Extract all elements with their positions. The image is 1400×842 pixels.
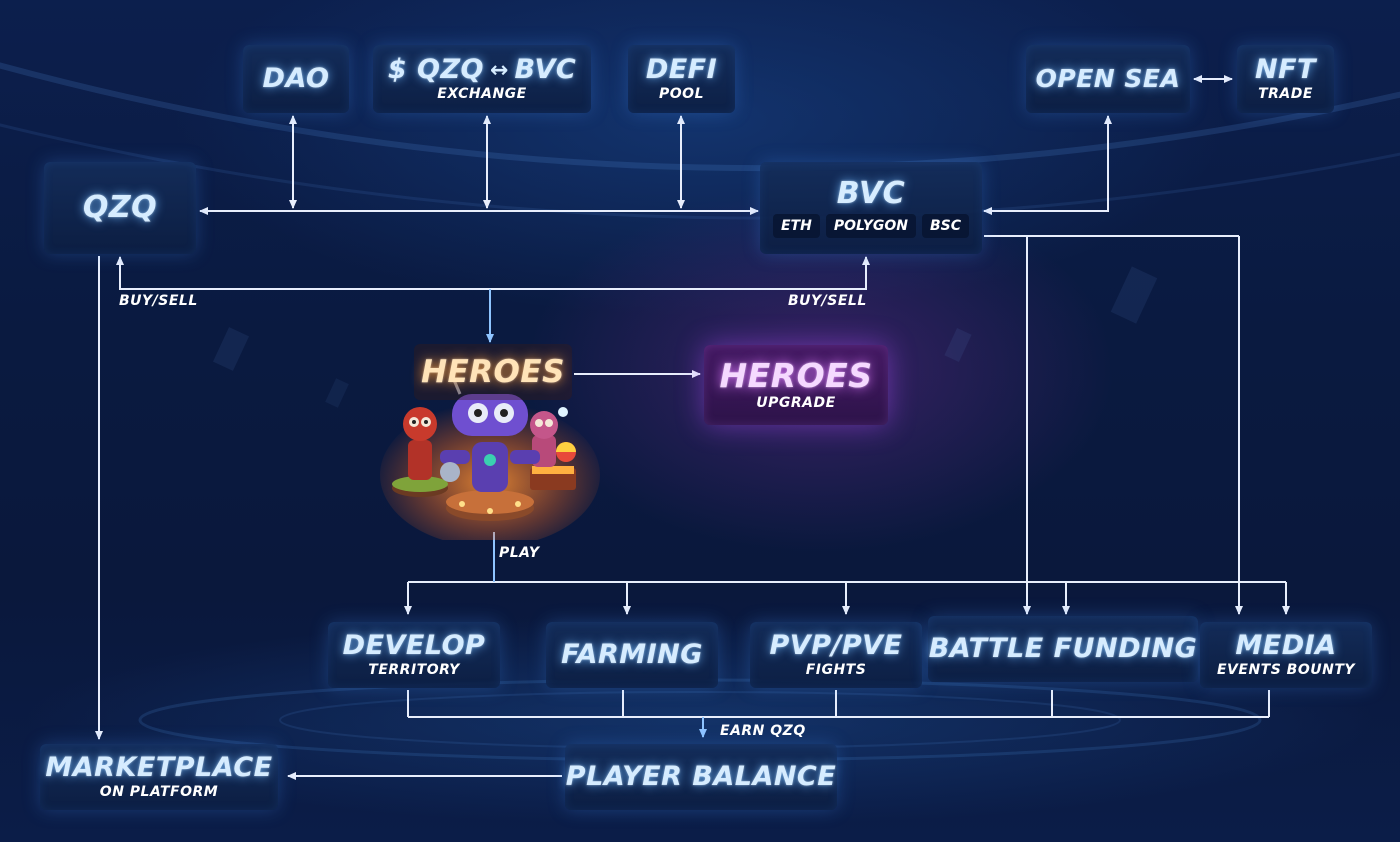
node-nft[interactable]: NFT TRADE	[1237, 45, 1334, 113]
node-player-balance[interactable]: PLAYER BALANCE	[565, 744, 837, 810]
node-battle-funding[interactable]: BATTLE FUNDING	[928, 616, 1198, 682]
label-buy-sell-right: BUY/SELL	[788, 293, 867, 309]
node-opensea[interactable]: OPEN SEA	[1026, 45, 1190, 113]
node-farming-title: FARMING	[561, 638, 703, 670]
chain-list: ETH POLYGON BSC	[772, 213, 970, 238]
node-develop[interactable]: DEVELOP TERRITORY	[328, 622, 500, 688]
label-earn-qzq: EARN QZQ	[720, 723, 806, 739]
label-play: PLAY	[499, 545, 540, 561]
node-defi[interactable]: DEFI POOL	[628, 45, 735, 113]
node-bvc-title: BVC	[836, 176, 906, 212]
node-exchange-title-right: BVC	[514, 53, 577, 85]
heroes-robots-illustration	[380, 380, 600, 540]
node-farming[interactable]: FARMING	[546, 622, 718, 688]
node-qzq[interactable]: QZQ	[44, 162, 196, 254]
node-marketplace-subtitle: ON PLATFORM	[99, 784, 219, 801]
chain-polygon: POLYGON	[825, 213, 916, 238]
node-nft-subtitle: TRADE	[1258, 86, 1313, 103]
node-media-subtitle: EVENTS BOUNTY	[1216, 662, 1356, 679]
node-heroes-upgrade[interactable]: HEROES UPGRADE	[704, 345, 888, 425]
node-heroes-upgrade-title: HEROES	[719, 355, 873, 395]
node-nft-title: NFT	[1255, 53, 1316, 85]
node-develop-subtitle: TERRITORY	[368, 662, 460, 679]
node-exchange[interactable]: $ QZQ ↔ BVC EXCHANGE	[373, 45, 591, 113]
node-heroes[interactable]: HEROES	[414, 344, 572, 400]
node-develop-title: DEVELOP	[342, 629, 486, 661]
node-player-balance-title: PLAYER BALANCE	[565, 760, 837, 792]
node-dao[interactable]: DAO	[243, 45, 349, 113]
node-qzq-title: QZQ	[82, 190, 158, 226]
node-marketplace[interactable]: MARKETPLACE ON PLATFORM	[40, 744, 278, 810]
swap-arrows-icon: ↔	[490, 57, 509, 83]
node-media[interactable]: MEDIA EVENTS BOUNTY	[1200, 622, 1372, 688]
node-dao-title: DAO	[262, 62, 330, 94]
node-pvp[interactable]: PVP/PVE FIGHTS	[750, 622, 922, 688]
node-defi-subtitle: POOL	[659, 86, 704, 103]
node-battle-funding-title: BATTLE FUNDING	[928, 632, 1198, 664]
chain-bsc: BSC	[921, 213, 970, 238]
node-pvp-title: PVP/PVE	[769, 629, 903, 661]
label-buy-sell-left: BUY/SELL	[119, 293, 198, 309]
node-opensea-title: OPEN SEA	[1035, 63, 1181, 93]
node-defi-title: DEFI	[645, 53, 718, 85]
node-pvp-subtitle: FIGHTS	[805, 662, 867, 679]
node-exchange-title-left: $ QZQ	[387, 53, 485, 85]
node-exchange-title-row: $ QZQ ↔ BVC	[387, 53, 577, 85]
node-marketplace-title: MARKETPLACE	[45, 751, 273, 783]
chain-eth: ETH	[772, 213, 820, 238]
node-bvc[interactable]: BVC ETH POLYGON BSC	[760, 162, 982, 254]
node-media-title: MEDIA	[1235, 629, 1337, 661]
node-exchange-subtitle: EXCHANGE	[437, 86, 527, 103]
node-heroes-upgrade-subtitle: UPGRADE	[756, 395, 836, 412]
node-heroes-title: HEROES	[421, 353, 565, 390]
